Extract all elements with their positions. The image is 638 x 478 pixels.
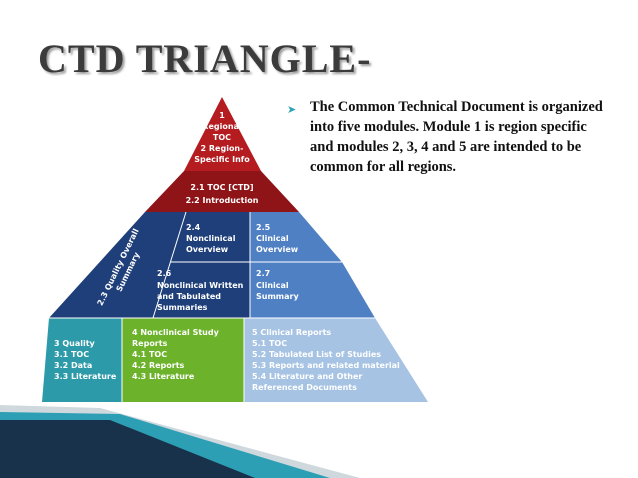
module5-line-6: Referenced Documents: [252, 383, 357, 392]
apex-line-5: Specific Info: [194, 155, 250, 164]
clinical-overview-line-1: 2.5: [256, 223, 271, 232]
module3-line-4: 3.3 Literature: [54, 372, 117, 381]
module4-line-4: 4.2 Reports: [132, 361, 185, 370]
nonclinical-overview-line-2: Nonclinical: [186, 234, 236, 243]
nonclinical-overview-cell: [170, 212, 250, 262]
clinical-summary-line-1: 2.7: [256, 269, 270, 278]
band-ctd-toc: [145, 171, 299, 212]
module5-line-1: 5 Clinical Reports: [252, 328, 331, 337]
module3-cell: [42, 318, 122, 402]
apex-line-2: Regional: [202, 122, 242, 131]
module3-line-2: 3.1 TOC: [54, 350, 89, 359]
nonclinical-summaries-line-1: 2.6: [157, 269, 172, 278]
module4-line-1: 4 Nonclinical Study: [132, 328, 220, 337]
clinical-overview-line-2: Clinical: [256, 234, 289, 243]
band2-line-2: 2.2 Introduction: [186, 196, 259, 205]
clinical-overview-line-3: Overview: [256, 245, 299, 254]
apex-line-1: 1: [219, 111, 225, 120]
nonclinical-overview-line-3: Overview: [186, 245, 229, 254]
cell-borders: [49, 211, 375, 402]
quality-overall-region: [49, 212, 186, 318]
module4-line-5: 4.3 Literature: [132, 372, 195, 381]
nonclinical-summaries-cell: [153, 262, 250, 318]
module5-cell: [244, 318, 428, 402]
apex-line-4: 2 Region-: [201, 144, 244, 153]
module4-cell: [122, 318, 244, 402]
module4-line-3: 4.1 TOC: [132, 350, 167, 359]
module5-line-2: 5.1 TOC: [252, 339, 287, 348]
clinical-summary-line-3: Summary: [256, 292, 299, 301]
slide-title: CTD TRIANGLE-: [38, 36, 372, 81]
clinical-summary-line-2: Clinical: [256, 281, 289, 290]
module3-line-1: 3 Quality: [54, 339, 96, 348]
apex-line-3: TOC: [213, 133, 231, 142]
module5-line-5: 5.4 Literature and Other: [252, 372, 362, 381]
apex-triangle: [184, 97, 261, 171]
module3-line-3: 3.2 Data: [54, 361, 92, 370]
nonclinical-summaries-line-3: and Tabulated: [157, 292, 221, 301]
swoosh-dark: [0, 420, 255, 478]
nonclinical-summaries-line-4: Summaries: [157, 303, 208, 312]
nonclinical-summaries-line-2: Nonclinical Written: [157, 281, 244, 290]
arrow-bullet-icon: ➤: [287, 104, 297, 116]
nonclinical-overview-line-1: 2.4: [186, 223, 201, 232]
module4-line-2: Reports: [132, 339, 168, 348]
clinical-summary-cell: [250, 262, 375, 318]
band2-line-1: 2.1 TOC [CTD]: [190, 183, 253, 192]
module5-line-3: 5.2 Tabulated List of Studies: [252, 350, 381, 359]
clinical-overview-cell: [250, 212, 342, 262]
module5-line-4: 5.3 Reports and related material: [252, 361, 400, 370]
description-text: The Common Technical Document is organiz…: [310, 99, 603, 175]
